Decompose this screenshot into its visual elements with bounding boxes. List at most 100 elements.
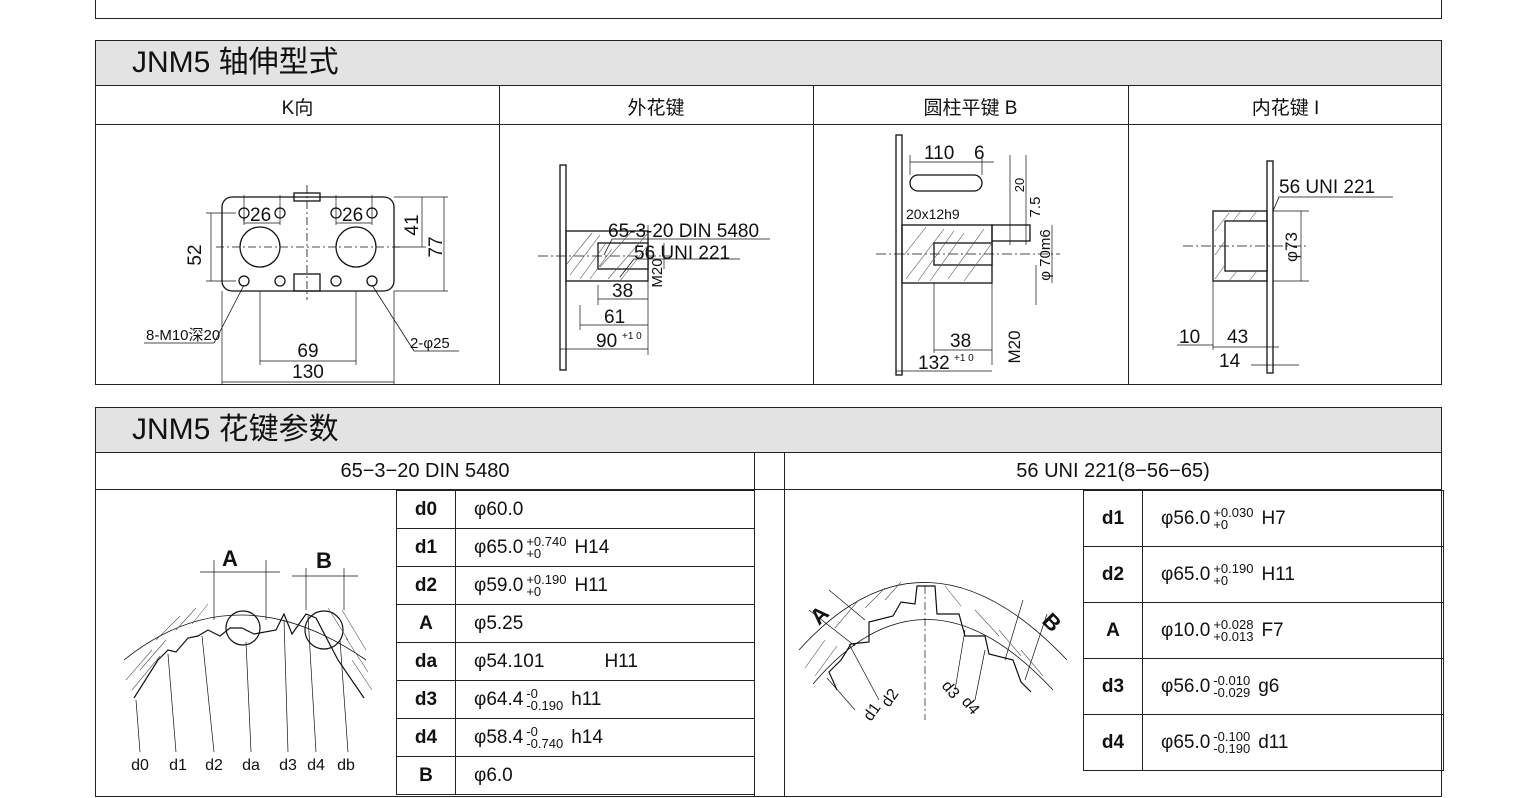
key-d75: 7.5 [1027, 197, 1044, 218]
dim-69: 69 [297, 341, 318, 362]
din-label-d4: d4 [307, 757, 325, 774]
param-value: φ60.0 [455, 490, 755, 529]
shaft-section-title: JNM5 轴伸型式 [96, 41, 1441, 86]
param-grade: F7 [1261, 619, 1284, 641]
int-d14: 14 [1219, 351, 1241, 372]
right-spline-title: 56 UNI 221(8−56−65) [1016, 460, 1210, 482]
param-nominal: φ59.0 [474, 574, 524, 596]
din-mark-b: B [316, 548, 332, 573]
param-tolerance: +0.190+0 [1213, 560, 1254, 588]
param-nominal: φ5.25 [474, 612, 524, 634]
key-dia: φ 70m6 [1037, 229, 1054, 280]
param-nominal: φ65.0 [1161, 731, 1211, 753]
param-tolerance: +0.190+0 [526, 571, 567, 599]
param-value: φ5.25 [455, 604, 755, 643]
param-key: A [1083, 602, 1143, 659]
previous-section-box [95, 0, 1442, 19]
param-key: A [396, 604, 456, 643]
ext-tol90: +1 0 [622, 331, 642, 342]
param-grade: H11 [1261, 563, 1295, 585]
uni-label-d4: d4 [958, 694, 983, 719]
param-key: d3 [1083, 658, 1143, 715]
param-grade: d11 [1258, 731, 1289, 753]
dim-52: 52 [185, 244, 206, 265]
ext-d38: 38 [612, 281, 633, 302]
param-nominal: φ65.0 [474, 536, 524, 558]
param-tolerance: -0-0.190 [526, 685, 564, 713]
din-label-d0: d0 [131, 757, 149, 774]
param-tolerance: -0.010-0.029 [1213, 672, 1251, 700]
uni-label-d1: d1 [860, 700, 884, 724]
param-nominal: φ56.0 [1161, 507, 1211, 529]
param-tolerance: +0.740+0 [526, 533, 567, 561]
din-label-da: da [242, 757, 260, 774]
int-uni: 56 UNI 221 [1279, 177, 1375, 198]
dim-26-right: 26 [342, 205, 363, 226]
param-key: d1 [1083, 490, 1143, 547]
col-flat-key: 圆柱平键 B [923, 98, 1018, 119]
param-key: d4 [396, 718, 456, 757]
uni-mark-a: A [805, 601, 834, 630]
param-tolerance: -0-0.740 [526, 723, 564, 751]
int-d43: 43 [1227, 327, 1248, 348]
int-spline-drawing: 56 UNI 221 φ73 10 43 14 [1177, 160, 1393, 374]
left-spline-title: 65−3−20 DIN 5480 [340, 460, 510, 482]
din-label-d1: d1 [169, 757, 187, 774]
param-key: d2 [1083, 546, 1143, 603]
key-size: 20x12h9 [906, 206, 960, 222]
uni-label-d2: d2 [878, 686, 902, 710]
k-view-drawing: 26 26 52 41 77 69 130 8-M10深20 2-φ25 [144, 185, 459, 385]
param-nominal: φ56.0 [1161, 675, 1211, 697]
ext-spec: 65-3-20 DIN 5480 [608, 221, 759, 242]
param-tolerance: +0.028+0.013 [1213, 616, 1254, 644]
ext-d90: 90 [596, 331, 617, 352]
key-d6: 6 [974, 143, 985, 164]
din-label-d3: d3 [279, 757, 297, 774]
key-d132: 132 [918, 353, 950, 374]
param-key: d4 [1083, 714, 1143, 771]
holes-label: 8-M10深20 [146, 327, 220, 344]
param-nominal: φ10.0 [1161, 619, 1211, 641]
ext-m20: M20 [649, 258, 666, 287]
ext-uni: 56 UNI 221 [634, 243, 730, 264]
param-key: d0 [396, 490, 456, 529]
spline-section: JNM5 花键参数 65−3−20 DIN 5480 56 UNI 221(8−… [95, 407, 1444, 797]
param-value: φ6.0 [455, 756, 755, 795]
din-spline-drawing: A B d0 d1 d2 da d3 d4 db [123, 546, 373, 774]
param-key: d3 [396, 680, 456, 719]
param-key: B [396, 756, 456, 795]
shaft-section: JNM5 轴伸型式 K向 外花键 圆柱平键 B 内花键 I [95, 40, 1442, 385]
param-nominal: φ64.4 [474, 688, 524, 710]
param-value: φ65.0-0.100-0.190 d11 [1142, 714, 1444, 771]
int-dia: φ73 [1282, 232, 1301, 262]
ext-d61: 61 [604, 307, 625, 328]
key-d20: 20 [1012, 178, 1027, 192]
dim-77: 77 [426, 236, 447, 257]
param-tolerance: -0.100-0.190 [1213, 728, 1251, 756]
param-grade: H7 [1261, 507, 1286, 529]
param-nominal: φ54.101 [474, 650, 545, 672]
param-row: d4 φ65.0-0.100-0.190 d11 [1083, 714, 1444, 771]
key-m20: M20 [1005, 330, 1024, 363]
dim-41: 41 [402, 214, 423, 235]
col-k-view: K向 [281, 98, 314, 119]
dim-26-left: 26 [250, 205, 271, 226]
param-nominal: φ58.4 [474, 726, 524, 748]
